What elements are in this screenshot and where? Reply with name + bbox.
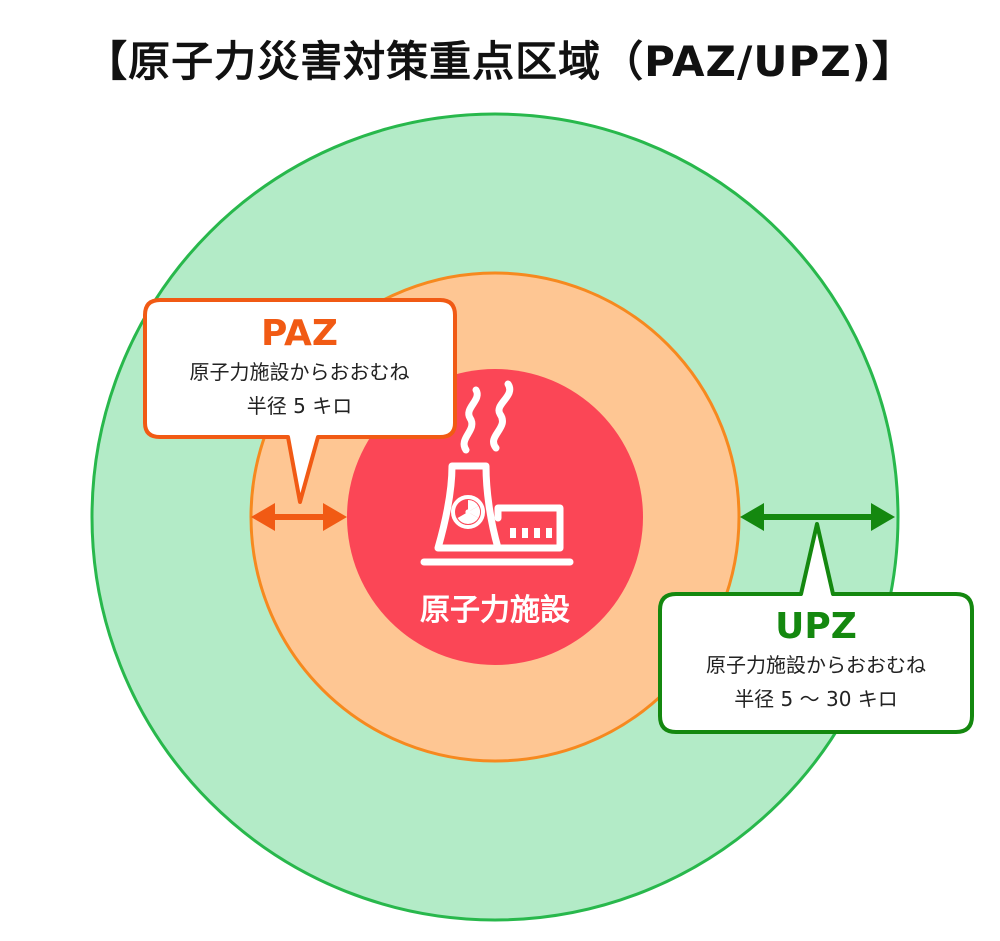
upz-line-1: 原子力施設からおおむね <box>706 653 926 677</box>
upz-callout <box>658 522 974 734</box>
diagram-title: 【原子力災害対策重点区域（PAZ/UPZ)】 <box>85 37 915 86</box>
nuclear-plant-icon <box>420 380 574 566</box>
paz-name: PAZ <box>260 313 339 354</box>
upz-name: UPZ <box>775 606 857 647</box>
paz-radius-arrow <box>251 503 347 531</box>
radiation-symbol-icon <box>451 495 485 529</box>
upz-callout-text: UPZ 原子力施設からおおむね 半径 5 〜 30 キロ <box>660 606 972 716</box>
paz-line-1: 原子力施設からおおむね <box>189 360 410 384</box>
paz-callout-text: PAZ 原子力施設からおおむね 半径 5 キロ <box>143 313 456 423</box>
building-windows <box>510 528 552 538</box>
facility-label: 原子力施設 <box>420 593 570 628</box>
paz-line-2: 半径 5 キロ <box>246 394 353 418</box>
paz-callout <box>143 298 457 504</box>
upz-line-2: 半径 5 〜 30 キロ <box>734 687 898 711</box>
upz-radius-arrow <box>740 503 895 531</box>
